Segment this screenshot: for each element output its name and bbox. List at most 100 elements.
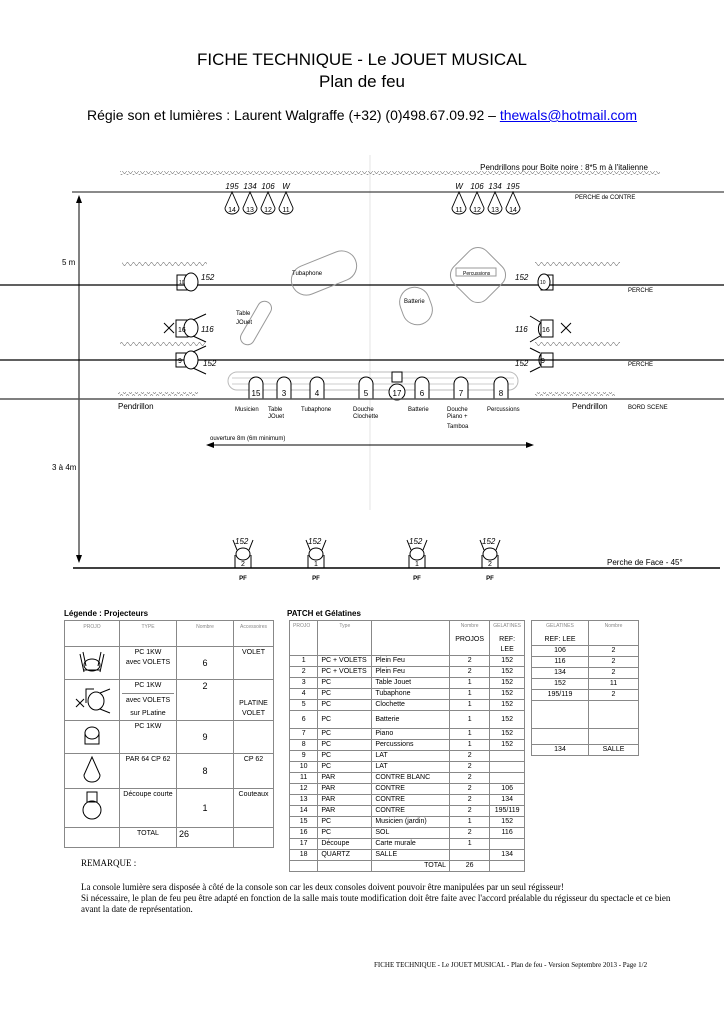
svg-text:Percussions: Percussions <box>463 271 491 277</box>
patch-projo: 1 <box>288 655 319 667</box>
pc-volets-icon <box>64 646 120 680</box>
arrow-left-icon <box>206 442 214 448</box>
svg-text:2: 2 <box>488 561 492 568</box>
perche-label-2: PERCHE <box>628 362 653 368</box>
patch-usage: CONTRE <box>371 794 451 806</box>
patch-projo: 10 <box>288 761 319 773</box>
patch-usage: CONTRE <box>371 783 451 795</box>
gels-row <box>531 700 639 729</box>
patch-gel: 134 <box>489 849 525 861</box>
legend-accessory: PLATINE VOLET <box>233 679 274 721</box>
email-link[interactable]: thewals@hotmail.com <box>499 107 637 123</box>
svg-text:6: 6 <box>420 389 425 398</box>
pf-label: PF <box>413 576 421 582</box>
svg-text:12: 12 <box>473 207 481 214</box>
contact-text: Régie son et lumières : Laurent Walgraff… <box>86 107 500 123</box>
svg-text:11: 11 <box>455 207 462 214</box>
gel-label: 106 <box>470 182 484 191</box>
proj-16-left: 16 <box>163 313 207 343</box>
legend-header: Nombre <box>176 620 234 647</box>
gel-label: 152 <box>308 537 322 546</box>
patch-type: PAR <box>317 805 373 817</box>
patch-title: PATCH et Gélatines <box>287 609 361 618</box>
patch-count <box>449 849 491 861</box>
legend-total-label: TOTAL <box>119 827 177 848</box>
patch-count: 2 <box>449 805 491 817</box>
front-label-douche: Douche <box>353 407 374 413</box>
document-subtitle: Plan de feu <box>318 72 405 91</box>
bord-scene-label: BORD SCENE <box>628 405 668 411</box>
perche-label-1: PERCHE <box>628 288 653 294</box>
remark-line-1: La console lumière sera disposée à côté … <box>81 882 564 892</box>
pc-projector-15: 15 <box>248 376 264 399</box>
pf-label: PF <box>312 576 320 582</box>
pc-projector-6: 6 <box>414 376 430 399</box>
patch-count: 1 <box>449 699 491 711</box>
patch-type: PC <box>317 728 373 740</box>
patch-total-row: TOTAL 26 <box>288 860 525 872</box>
pc-projector-5: 5 <box>358 376 374 399</box>
gel-label: 195 <box>225 182 239 191</box>
gels-ref: 134 <box>531 744 589 756</box>
face-projector-1: 1 <box>305 539 327 568</box>
patch-usage: SALLE <box>371 849 451 861</box>
patch-count: 1 <box>449 710 491 729</box>
gels-ref <box>531 728 589 745</box>
patch-usage: Musicien (jardin) <box>371 816 451 828</box>
face-projector-2: 2 <box>479 539 501 568</box>
patch-gel: 152 <box>489 710 525 729</box>
gel-label: 134 <box>243 182 257 191</box>
gel-label: 152 <box>409 537 423 546</box>
legend-accessory: Couteaux <box>233 788 274 828</box>
patch-type: PC <box>317 750 373 762</box>
gels-ref: 106 <box>531 645 589 657</box>
patch-gel: 106 <box>489 783 525 795</box>
patch-projo: 13 <box>288 794 319 806</box>
legend-row: PAR 64 CP 62 8 CP 62 <box>64 753 274 789</box>
proj-10-left: 10 <box>176 272 199 292</box>
gel-label: W <box>282 182 291 191</box>
patch-count: 1 <box>449 739 491 751</box>
patch-projo: 5 <box>288 699 319 711</box>
gel-label: 152 <box>482 537 496 546</box>
patch-gel: 152 <box>489 677 525 689</box>
legend-count: 6 <box>176 646 234 680</box>
ouverture-label: ouverture 8m (6m minimum) <box>210 436 285 442</box>
patch-type: PAR <box>317 794 373 806</box>
patch-gel: 152 <box>489 655 525 667</box>
decoupe-icon <box>64 788 120 828</box>
pendrillon-label-left: Pendrillon <box>118 402 154 411</box>
patch-header: Type <box>317 620 373 656</box>
gels-count: 2 <box>588 645 639 657</box>
patch-projo: 12 <box>288 783 319 795</box>
patch-projo: 11 <box>288 772 319 784</box>
patch-usage: CONTRE BLANC <box>371 772 451 784</box>
svg-text:11: 11 <box>282 207 289 214</box>
svg-text:9: 9 <box>541 358 545 365</box>
front-label-batterie: Batterie <box>408 407 429 413</box>
patch-count: 2 <box>449 783 491 795</box>
patch-type: Découpe <box>317 838 373 850</box>
svg-text:1: 1 <box>314 561 318 568</box>
patch-count: 2 <box>449 761 491 773</box>
svg-text:JOuet: JOuet <box>236 320 252 326</box>
patch-type: QUARTZ <box>317 849 373 861</box>
page-footer: FICHE TECHNIQUE - Le JOUET MUSICAL - Pla… <box>374 961 648 969</box>
patch-type: PC <box>317 699 373 711</box>
pendrillon-band-low-left <box>120 342 205 346</box>
par-projector-12: 12 <box>469 190 485 215</box>
face-projector-2: 2 <box>232 539 254 568</box>
pc-projector-7: 7 <box>453 376 469 399</box>
svg-text:15: 15 <box>252 389 261 398</box>
patch-projo: 7 <box>288 728 319 740</box>
pc-platine-icon <box>64 679 120 721</box>
